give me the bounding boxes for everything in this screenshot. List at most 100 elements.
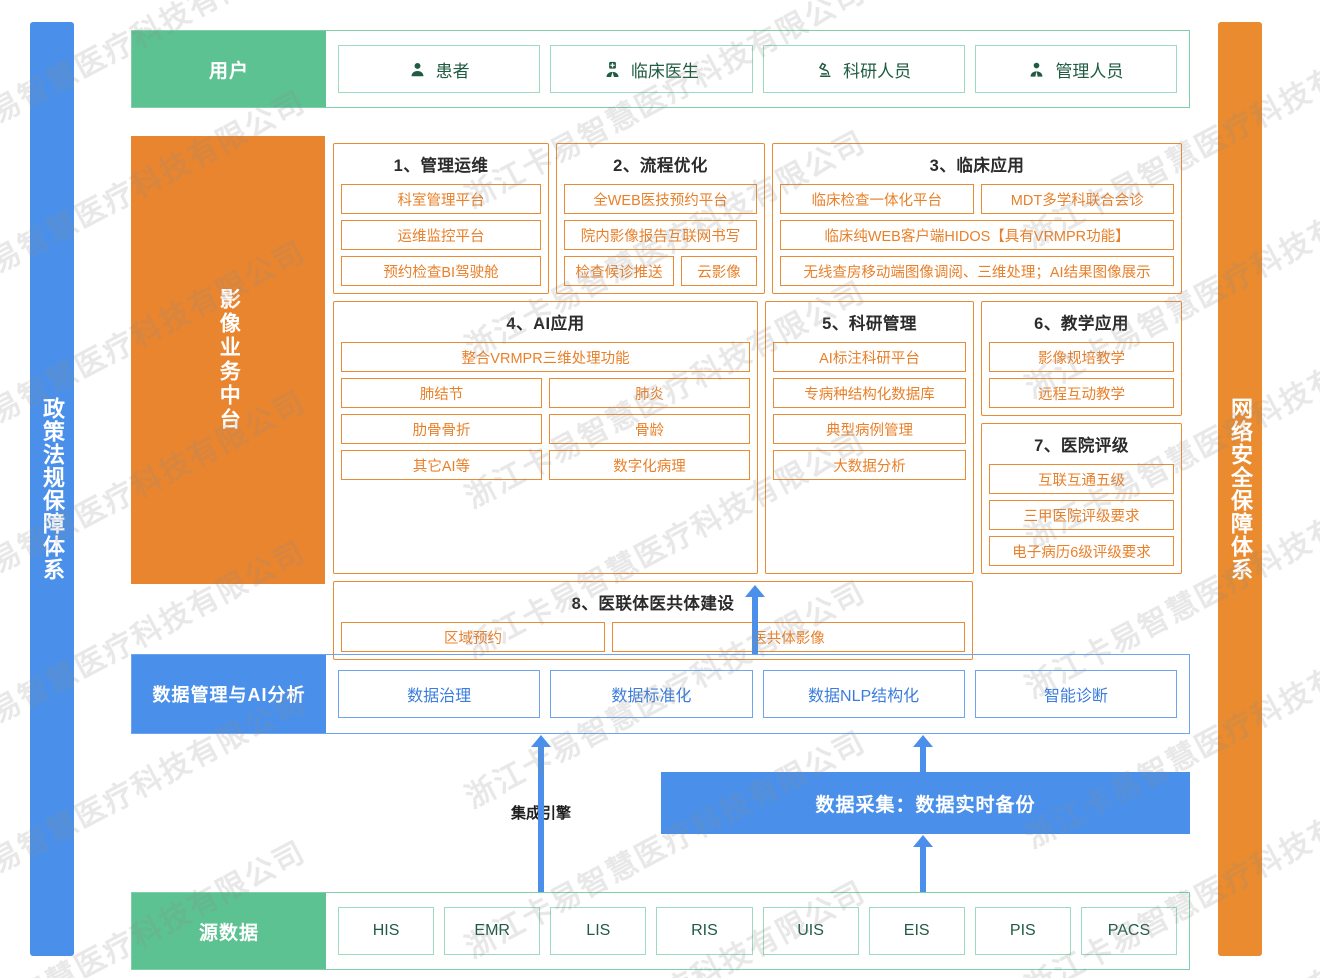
feature-box[interactable]: 三甲医院评级要求 xyxy=(989,500,1174,530)
user-chip-researcher[interactable]: 科研人员 xyxy=(762,45,965,93)
source-box-emr[interactable]: EMR xyxy=(444,907,541,955)
user-chip-label: 临床医生 xyxy=(630,61,699,81)
group-title: 8、医联体医共体建设 xyxy=(571,595,735,613)
feature-box[interactable]: 肋骨骨折 xyxy=(341,414,542,444)
source-band-label: 源数据 xyxy=(132,893,326,969)
feature-box[interactable]: 典型病例管理 xyxy=(773,414,966,444)
feature-box[interactable]: AI标注科研平台 xyxy=(773,342,966,372)
group-row: 肋骨骨折 骨龄 xyxy=(341,414,750,444)
group-management-ops: 1、管理运维 科室管理平台 运维监控平台 预约检查BI驾驶舱 xyxy=(333,143,549,294)
feature-box[interactable]: 无线查房移动端图像调阅、三维处理；AI结果图像展示 xyxy=(780,256,1174,286)
feature-box[interactable]: 大数据分析 xyxy=(773,450,966,480)
feature-box[interactable]: 全WEB医技预约平台 xyxy=(564,184,757,214)
feature-box[interactable]: 临床检查一体化平台 xyxy=(780,184,974,214)
center-band-label-text: 影像业务中台 xyxy=(217,288,241,432)
feature-box[interactable]: 数字化病理 xyxy=(549,450,750,480)
feature-box[interactable]: 预约检查BI驾驶舱 xyxy=(341,256,541,286)
feature-box[interactable]: 整合VRMPR三维处理功能 xyxy=(341,342,750,372)
group-row: 临床纯WEB客户端HIDOS【具有VRMPR功能】 xyxy=(780,220,1174,250)
user-icon xyxy=(409,61,426,78)
user-band: 用户 患者 临床医生 xyxy=(131,30,1190,108)
sidebar-network-security: 网络安全保障体系 xyxy=(1218,22,1262,956)
group-row: 无线查房移动端图像调阅、三维处理；AI结果图像展示 xyxy=(780,256,1174,286)
data-box-nlp[interactable]: 数据NLP结构化 xyxy=(762,670,965,718)
group-row: 临床检查一体化平台 MDT多学科联合会诊 xyxy=(780,184,1174,214)
feature-box[interactable]: 院内影像报告互联网书写 xyxy=(564,220,757,250)
source-data-band: 源数据 HIS EMR LIS RIS UIS EIS PIS PACS xyxy=(131,892,1190,970)
source-box-eis[interactable]: EIS xyxy=(868,907,965,955)
source-box-pacs[interactable]: PACS xyxy=(1080,907,1177,955)
source-box-lis[interactable]: LIS xyxy=(550,907,647,955)
data-box-governance[interactable]: 数据治理 xyxy=(338,670,541,718)
data-collection-bar: 数据采集：数据实时备份 xyxy=(661,772,1190,834)
arrow-source-to-data xyxy=(531,735,551,892)
center-band-body: 1、管理运维 科室管理平台 运维监控平台 预约检查BI驾驶舱 2、流程优化 全W… xyxy=(325,136,1190,660)
group-row: 互联互通五级 xyxy=(989,464,1174,494)
feature-box[interactable]: 区域预约 xyxy=(341,622,606,652)
feature-box[interactable]: 骨龄 xyxy=(549,414,750,444)
user-chip-label: 科研人员 xyxy=(843,61,912,81)
group-title: 1、管理运维 xyxy=(393,157,489,175)
group-title: 4、AI应用 xyxy=(506,315,585,333)
feature-box[interactable]: 运维监控平台 xyxy=(341,220,541,250)
group-title: 7、医院评级 xyxy=(1034,437,1129,455)
arrow-source-to-collect xyxy=(913,835,933,892)
source-band-items: HIS EMR LIS RIS UIS EIS PIS PACS xyxy=(326,893,1189,969)
group-title: 5、科研管理 xyxy=(822,315,917,333)
user-chip-label: 患者 xyxy=(435,61,470,81)
source-box-uis[interactable]: UIS xyxy=(762,907,859,955)
group-research-management: 5、科研管理 AI标注科研平台 专病种结构化数据库 典型病例管理 大数据分析 xyxy=(765,301,974,574)
group-clinical-application: 3、临床应用 临床检查一体化平台 MDT多学科联合会诊 临床纯WEB客户端HID… xyxy=(772,143,1182,294)
data-band-label: 数据管理与AI分析 xyxy=(132,655,326,733)
group-row: 全WEB医技预约平台 xyxy=(564,184,757,214)
feature-box[interactable]: 临床纯WEB客户端HIDOS【具有VRMPR功能】 xyxy=(780,220,1174,250)
feature-box[interactable]: 检查候诊推送 xyxy=(564,256,674,286)
group-hospital-rating: 7、医院评级 互联互通五级 三甲医院评级要求 电子病历6级评级要求 xyxy=(981,423,1182,574)
user-band-label: 用户 xyxy=(132,31,326,107)
feature-box[interactable]: 专病种结构化数据库 xyxy=(773,378,966,408)
connector-area: 数据采集：数据实时备份 集成引擎 xyxy=(131,734,1190,892)
data-box-standardization[interactable]: 数据标准化 xyxy=(550,670,753,718)
feature-box[interactable]: 互联互通五级 xyxy=(989,464,1174,494)
group-row: 影像规培教学 xyxy=(989,342,1174,372)
feature-box[interactable]: 肺结节 xyxy=(341,378,542,408)
user-chip-administrator[interactable]: 管理人员 xyxy=(974,45,1177,93)
doctor-icon xyxy=(604,61,621,78)
feature-box[interactable]: 肺炎 xyxy=(549,378,750,408)
feature-box[interactable]: MDT多学科联合会诊 xyxy=(980,184,1174,214)
feature-box[interactable]: 科室管理平台 xyxy=(341,184,541,214)
group-ai-application: 4、AI应用 整合VRMPR三维处理功能 肺结节 肺炎 肋骨骨折 骨龄 其它AI… xyxy=(333,301,758,574)
feature-box[interactable]: 影像规培教学 xyxy=(989,342,1174,372)
feature-box[interactable]: 电子病历6级评级要求 xyxy=(989,536,1174,566)
group-row: 远程互动教学 xyxy=(989,378,1174,408)
imaging-business-platform-band: 影像业务中台 1、管理运维 科室管理平台 运维监控平台 预约检查BI驾驶舱 2、… xyxy=(131,136,1190,660)
user-chip-patient[interactable]: 患者 xyxy=(338,45,541,93)
source-box-ris[interactable]: RIS xyxy=(656,907,753,955)
data-band-items: 数据治理 数据标准化 数据NLP结构化 智能诊断 xyxy=(326,655,1189,733)
group-row: 检查候诊推送 云影像 xyxy=(564,256,757,286)
source-box-his[interactable]: HIS xyxy=(338,907,435,955)
group-process-optimization: 2、流程优化 全WEB医技预约平台 院内影像报告互联网书写 检查候诊推送 云影像 xyxy=(556,143,765,294)
user-chip-clinician[interactable]: 临床医生 xyxy=(550,45,753,93)
group-row: 科室管理平台 xyxy=(341,184,541,214)
manager-icon xyxy=(1028,61,1045,78)
feature-box[interactable]: 其它AI等 xyxy=(341,450,542,480)
group-medical-alliance: 8、医联体医共体建设 区域预约 医共体影像 xyxy=(333,581,973,660)
feature-box[interactable]: 远程互动教学 xyxy=(989,378,1174,408)
feature-box[interactable]: 云影像 xyxy=(681,256,757,286)
user-chip-label: 管理人员 xyxy=(1055,61,1124,81)
data-box-intelligent-diagnosis[interactable]: 智能诊断 xyxy=(974,670,1177,718)
source-box-pis[interactable]: PIS xyxy=(974,907,1071,955)
group-column-teaching-rating: 6、教学应用 影像规培教学 远程互动教学 7、医院评级 互联互通五级 三甲医院评… xyxy=(981,301,1182,574)
feature-box[interactable]: 医共体影像 xyxy=(612,622,965,652)
group-row: 预约检查BI驾驶舱 xyxy=(341,256,541,286)
user-band-items: 患者 临床医生 科研人员 xyxy=(326,31,1189,107)
data-management-band: 数据管理与AI分析 数据治理 数据标准化 数据NLP结构化 智能诊断 xyxy=(131,654,1190,734)
group-row: 运维监控平台 xyxy=(341,220,541,250)
group-title: 2、流程优化 xyxy=(613,157,708,175)
group-title: 3、临床应用 xyxy=(929,157,1025,175)
group-row: 肺结节 肺炎 xyxy=(341,378,750,408)
group-row: 区域预约 医共体影像 xyxy=(341,622,965,652)
group-row: 其它AI等 数字化病理 xyxy=(341,450,750,480)
